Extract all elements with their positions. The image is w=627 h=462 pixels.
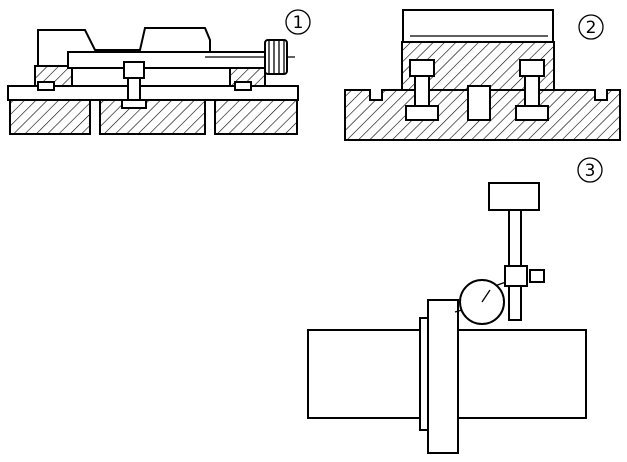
center-key bbox=[467, 85, 491, 121]
figure-label-2: 2 bbox=[586, 18, 597, 38]
gauge-needle bbox=[481, 289, 491, 303]
table-block bbox=[9, 99, 91, 135]
bolt-shank-right bbox=[524, 75, 540, 107]
spindle-knob bbox=[264, 39, 288, 75]
figure-3-dial-indicator: 3 bbox=[307, 157, 603, 454]
t-nut bbox=[121, 99, 147, 109]
table-block bbox=[214, 99, 298, 135]
t-nut-right bbox=[515, 105, 549, 121]
key bbox=[234, 81, 252, 91]
vise-jaw bbox=[402, 9, 554, 43]
bolt-shank bbox=[127, 77, 141, 103]
bolt-nut bbox=[123, 61, 145, 79]
clamp bbox=[504, 265, 528, 287]
vise-rail bbox=[67, 51, 269, 69]
bolt-nut-right bbox=[519, 59, 545, 77]
figure-number-badge bbox=[578, 14, 604, 40]
figure-number-badge bbox=[285, 9, 311, 35]
flange bbox=[427, 299, 459, 454]
t-nut-left bbox=[405, 105, 439, 121]
figure-2-vise-section: 2 bbox=[344, 9, 621, 141]
gauge-probe bbox=[454, 309, 463, 313]
table-top bbox=[7, 85, 299, 101]
figure-number-badge bbox=[577, 157, 603, 183]
figure-label-1: 1 bbox=[293, 13, 304, 33]
bolt-nut-left bbox=[409, 59, 435, 77]
bolt-shank-left bbox=[414, 75, 430, 107]
figure-label-3: 3 bbox=[585, 161, 596, 181]
clamp-knob bbox=[529, 269, 545, 283]
key bbox=[37, 81, 55, 91]
figure-1-vise-on-table: 1 bbox=[7, 9, 311, 135]
magnetic-base bbox=[488, 182, 540, 211]
table-block bbox=[99, 99, 206, 135]
knurl-lines bbox=[268, 40, 285, 74]
